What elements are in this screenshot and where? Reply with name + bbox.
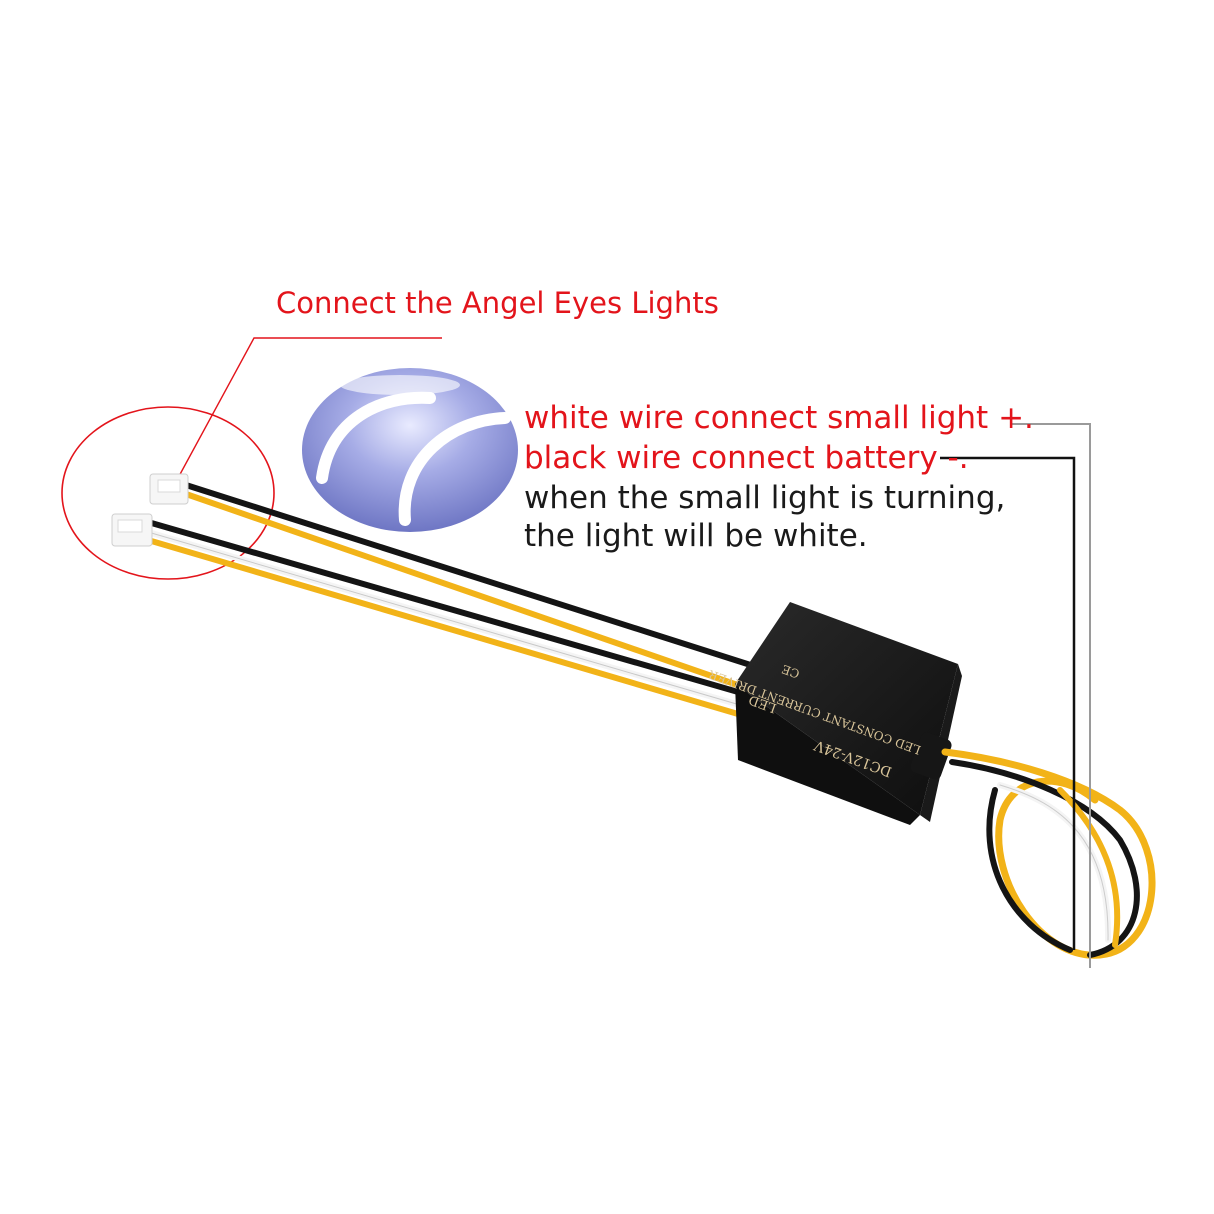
black-wire-leader-line (940, 456, 1076, 950)
white-wire-instruction: white wire connect small light +. (524, 400, 1034, 436)
black-wire-instruction: black wire connect battery -. (524, 440, 969, 476)
callout-leader-line (177, 337, 442, 479)
output-wire-loop (941, 748, 1156, 959)
connector-highlight-circle (61, 406, 275, 580)
ce-label: CE (780, 662, 802, 681)
led-driver-box (735, 602, 962, 825)
white-wire-leader-line (1012, 423, 1091, 968)
callout-title: Connect the Angel Eyes Lights (276, 286, 719, 320)
note-line-2: the light will be white. (524, 518, 868, 554)
angel-eye-ring-image (302, 368, 518, 532)
input-wires (145, 482, 763, 717)
connector-plug-1 (149, 473, 189, 505)
connector-plug-2 (111, 513, 153, 547)
note-line-1: when the small light is turning, (524, 480, 1006, 516)
